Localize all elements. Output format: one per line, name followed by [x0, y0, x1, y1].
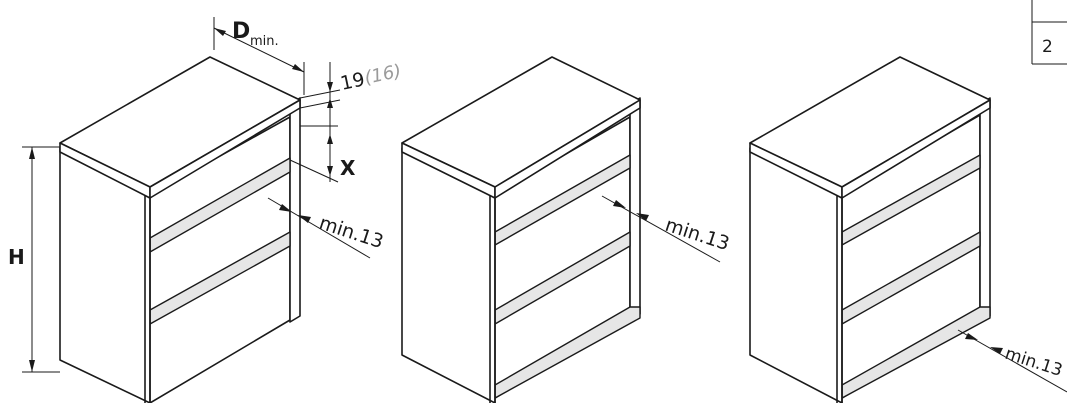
- depth-dim-line: [213, 27, 305, 73]
- cabinet-3-top-side-edge: [841, 99, 991, 199]
- dimension-depth: D min.: [213, 17, 305, 95]
- cabinet-3-shelf-middle: [841, 231, 981, 325]
- thickness-ext-bottom: [299, 99, 341, 109]
- dimension-clearance-2: min.13: [601, 195, 732, 263]
- cabinet-3-right-panel: [979, 97, 991, 323]
- clearance-3-label: min.13: [1002, 344, 1064, 381]
- thickness-arrow-top: [327, 82, 333, 92]
- clearance-3-line: [957, 329, 1067, 393]
- table-cell-value: 2: [1042, 37, 1053, 57]
- cabinet-2-top-side-edge: [494, 99, 641, 199]
- cabinet-2: [401, 56, 641, 403]
- height-arrow-top: [29, 147, 35, 159]
- cabinet-3-shelf-lower: [841, 306, 991, 399]
- clearance-3-arrow-b: [990, 347, 1003, 354]
- cabinet-1-shelf-lower: [149, 231, 291, 325]
- clearance-2-arrow-b: [636, 213, 649, 221]
- gap-x-arrow-bottom: [327, 166, 333, 176]
- gap-x-label: X: [340, 156, 356, 180]
- table-corner: 2: [1031, 0, 1067, 65]
- depth-label-sub: min.: [250, 34, 279, 49]
- cabinet-2-shelf-middle: [494, 231, 631, 325]
- dimension-gap-x: X: [289, 125, 356, 183]
- cabinet-2-shelf-lower: [494, 306, 641, 399]
- clearance-2-arrow-a: [613, 200, 626, 208]
- cabinet-1: [59, 56, 301, 403]
- clearance-1-arrow-b: [298, 215, 311, 223]
- dimension-clearance-3: min.13: [957, 329, 1067, 393]
- depth-arrow-left: [214, 28, 226, 36]
- height-label: H: [8, 245, 25, 269]
- height-arrow-bottom: [29, 360, 35, 372]
- dimension-top-thickness: 19 (16): [299, 61, 404, 126]
- gap-x-arrow-top: [327, 134, 333, 144]
- clearance-1-arrow-a: [279, 204, 292, 212]
- clearance-3-arrow-a: [965, 333, 978, 340]
- depth-arrow-right: [292, 64, 304, 72]
- dimension-height: H: [8, 146, 60, 373]
- top-thickness-label: 19: [338, 68, 366, 95]
- thickness-ext-top: [299, 89, 341, 99]
- thickness-arrow-bottom: [327, 98, 333, 108]
- top-thickness-alt-label: (16): [363, 61, 404, 89]
- cabinet-1-right-panel: [289, 97, 301, 323]
- depth-label: D: [232, 19, 250, 44]
- cabinet-2-right-panel: [629, 97, 641, 321]
- cabinet-3: [749, 56, 991, 403]
